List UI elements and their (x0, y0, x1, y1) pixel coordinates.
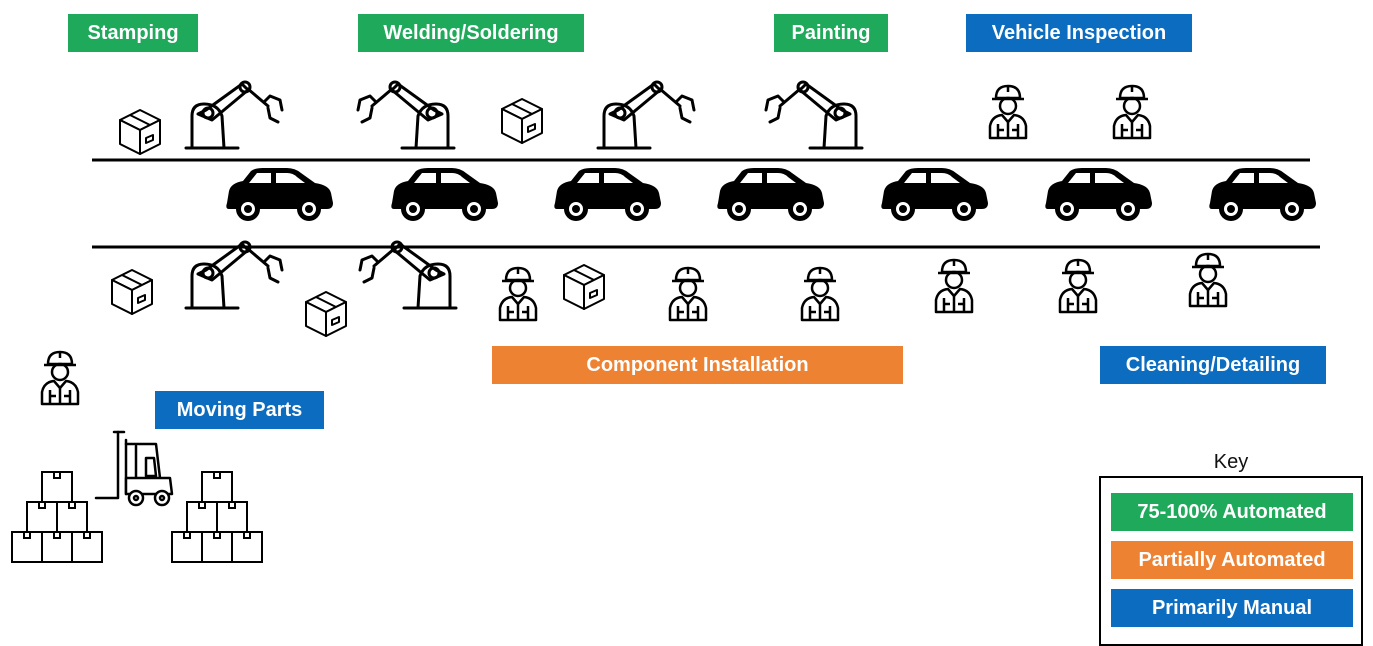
forklift-icon (94, 430, 174, 507)
key-item-manual: Primarily Manual (1111, 589, 1353, 627)
car-icon (391, 168, 498, 221)
car-icon (554, 168, 661, 221)
stage-label-welding: Welding/Soldering (358, 14, 584, 52)
car-icon (226, 168, 333, 221)
robot-arm-icon (764, 80, 864, 150)
stage-label-moving-parts: Moving Parts (155, 391, 324, 429)
worker-icon (934, 258, 974, 314)
stage-label-component-installation: Component Installation (492, 346, 903, 384)
car-icon (1045, 168, 1152, 221)
worker-icon (1058, 258, 1098, 314)
robot-arm-icon (356, 80, 456, 150)
stage-label-vehicle-inspection: Vehicle Inspection (966, 14, 1192, 52)
key-item-automated: 75-100% Automated (1111, 493, 1353, 531)
robot-arm-icon (596, 80, 696, 150)
box-stack-left (11, 471, 103, 563)
car-icon (1209, 168, 1316, 221)
box-icon (111, 269, 153, 315)
stage-label-cleaning: Cleaning/Detailing (1100, 346, 1326, 384)
box-icon (305, 291, 347, 337)
robot-arm-icon (184, 240, 284, 310)
worker-icon (498, 266, 538, 322)
car-icon (717, 168, 824, 221)
box-stack-right (171, 471, 263, 563)
key-title: Key (1213, 451, 1249, 473)
stage-label-painting: Painting (774, 14, 888, 52)
assembly-line-scene (11, 80, 1320, 563)
robot-arm-icon (358, 240, 458, 310)
worker-icon (40, 350, 80, 406)
box-icon (563, 264, 605, 310)
worker-icon (1188, 252, 1228, 308)
worker-icon (988, 84, 1028, 140)
worker-icon (1112, 84, 1152, 140)
robot-arm-icon (184, 80, 284, 150)
stage-label-stamping: Stamping (68, 14, 198, 52)
car-icon (881, 168, 988, 221)
box-icon (119, 109, 161, 155)
box-icon (501, 98, 543, 144)
worker-icon (668, 266, 708, 322)
worker-icon (800, 266, 840, 322)
key-item-partial: Partially Automated (1111, 541, 1353, 579)
